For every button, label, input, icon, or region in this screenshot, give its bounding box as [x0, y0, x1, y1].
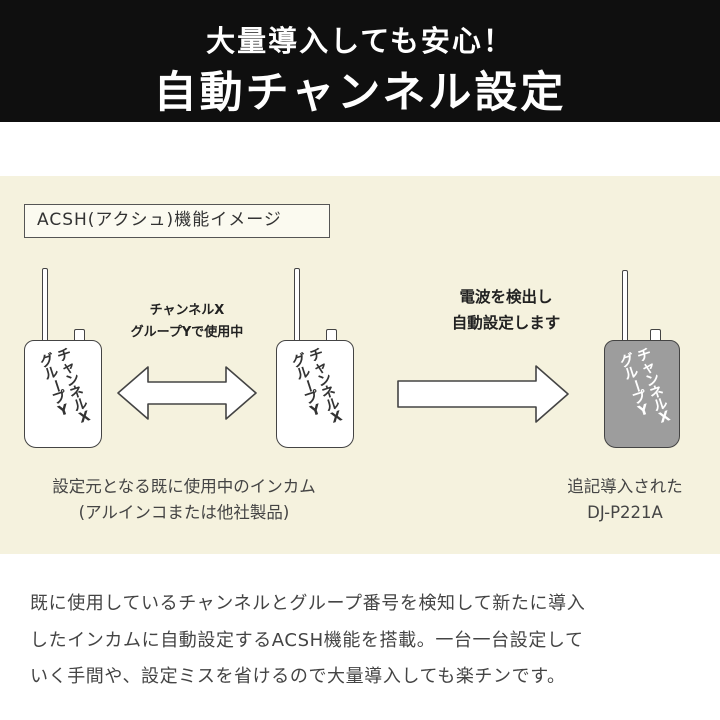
description-line-3: いく手間や、設定ミスを省けるので大量導入しても楽チンです。 [30, 666, 566, 687]
radio-label-char: X [329, 408, 345, 427]
header-banner: 大量導入しても安心！ 自動チャンネル設定 [0, 0, 720, 122]
radio-label-char: X [657, 408, 673, 427]
source-caption: 設定元となる既に使用中のインカム (アルインコまたは他社製品) [14, 474, 354, 526]
header-subtitle: 大量導入しても安心！ [206, 24, 514, 58]
new-radio-caption-line1: 追記導入された [567, 477, 683, 496]
radio-antenna [294, 268, 300, 350]
radio-label-char: Y [56, 401, 71, 420]
pair-caption: チャンネルX グループYで使用中 [112, 300, 262, 344]
radio-antenna [42, 268, 48, 350]
source-caption-line2: (アルインコまたは他社製品) [78, 503, 290, 522]
description-line-1: 既に使用しているチャンネルとグループ番号を検知して新たに導入 [30, 593, 586, 614]
radio-body [276, 340, 354, 448]
radio-label-char: Y [636, 401, 651, 420]
header-title: 自動チャンネル設定 [153, 68, 567, 118]
radio-body [24, 340, 102, 448]
detect-caption: 電波を検出し 自動設定します [420, 284, 592, 336]
pair-caption-line2: グループYで使用中 [130, 325, 244, 340]
detect-caption-line1: 電波を検出し [459, 288, 553, 306]
feature-description: 既に使用しているチャンネルとグループ番号を検知して新たに導入 したインカムに自動… [30, 586, 710, 696]
radio-antenna [622, 270, 628, 350]
description-line-2: したインカムに自動設定するACSH機能を搭載。一台一台設定して [30, 629, 584, 651]
detect-caption-line2: 自動設定します [451, 314, 561, 332]
radio-label-char: X [77, 408, 93, 427]
new-radio-caption: 追記導入された DJ-P221A [540, 474, 710, 526]
diagram-label: ACSH(アクシュ)機能イメージ [24, 204, 330, 238]
radio-label-char: Y [308, 401, 323, 420]
new-radio-caption-line2: DJ-P221A [587, 503, 663, 522]
source-caption-line1: 設定元となる既に使用中のインカム [52, 477, 316, 496]
pair-caption-line1: チャンネルX [149, 303, 225, 318]
bidirectional-arrow-icon [117, 366, 257, 420]
radio-body [604, 340, 680, 448]
right-arrow-icon [397, 365, 569, 423]
